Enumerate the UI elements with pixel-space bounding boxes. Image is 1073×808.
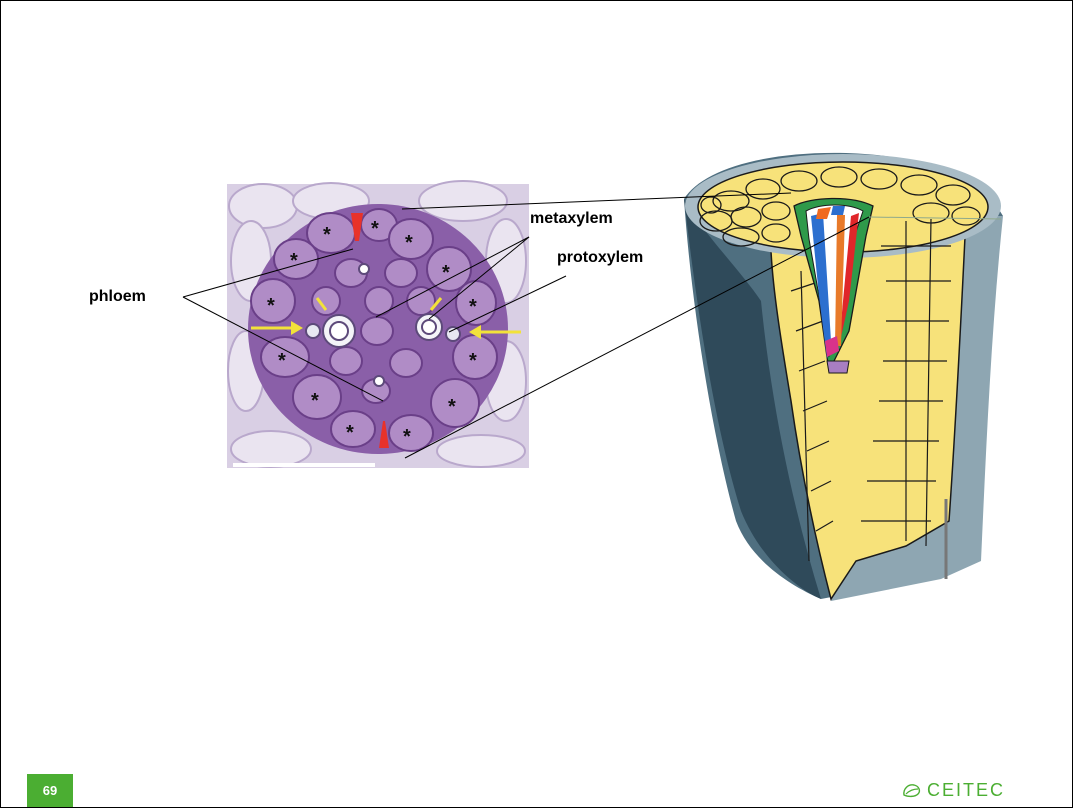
page-number: 69: [27, 774, 73, 807]
cell-asterisk: *: [371, 218, 379, 240]
cell-asterisk: *: [469, 296, 477, 318]
cell-asterisk: *: [469, 350, 477, 372]
cell-asterisk: *: [346, 422, 354, 444]
cell-asterisk: *: [311, 390, 319, 412]
cell-asterisk: *: [448, 396, 456, 418]
cell-asterisk: *: [323, 224, 331, 246]
root-3d-diagram: [684, 153, 1003, 601]
cell-asterisk: *: [290, 250, 298, 272]
logo-text: CEITEC: [927, 780, 1005, 801]
cell-asterisk: *: [403, 426, 411, 448]
ceitec-logo: CEITEC: [901, 775, 1005, 805]
ceitec-leaf-icon: [901, 781, 923, 799]
phloem-label: phloem: [89, 288, 146, 306]
cell-asterisk: *: [267, 295, 275, 317]
metaxylem-label: metaxylem: [530, 210, 613, 228]
cell-asterisk: *: [405, 232, 413, 254]
cell-asterisk: *: [278, 350, 286, 372]
protoxylem-label: protoxylem: [557, 249, 643, 267]
